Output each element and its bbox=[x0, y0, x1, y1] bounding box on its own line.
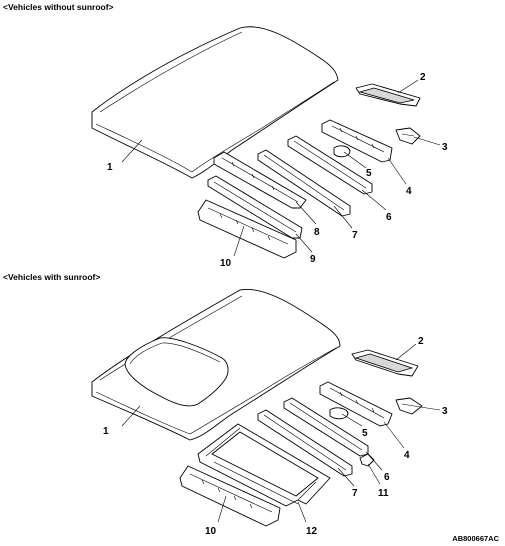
leader-b10 bbox=[217, 495, 227, 523]
part-3-bracket bbox=[395, 127, 421, 145]
part-12-frame-opening bbox=[211, 431, 319, 497]
part-3-detail bbox=[401, 133, 415, 137]
callout-2: 2 bbox=[420, 72, 426, 83]
part-2b-face bbox=[354, 353, 414, 373]
part-10-detail bbox=[207, 207, 289, 245]
callout-b10: 10 bbox=[205, 526, 217, 537]
sunroof-opening bbox=[124, 337, 229, 407]
callout-10: 10 bbox=[220, 258, 232, 269]
roof-panel-edge bbox=[95, 81, 335, 173]
callout-7: 7 bbox=[352, 230, 358, 241]
callout-b12: 12 bbox=[306, 526, 318, 537]
leader-b4 bbox=[383, 421, 405, 449]
part-6b-detail bbox=[289, 402, 363, 451]
roof-panel-edge-2 bbox=[95, 347, 337, 435]
sunroof-opening-lip bbox=[129, 342, 221, 365]
leader-8 bbox=[295, 201, 317, 225]
section-heading-with-sunroof: <Vehicles with sunroof> bbox=[3, 272, 101, 282]
leader-b6 bbox=[365, 451, 383, 471]
leader-6 bbox=[361, 189, 387, 211]
part-6-detail bbox=[293, 140, 367, 189]
leader-b5 bbox=[341, 413, 363, 427]
callout-6: 6 bbox=[386, 212, 392, 223]
leader-b3 bbox=[413, 405, 441, 411]
part-4-rail-reinforcement bbox=[321, 119, 393, 163]
leader-b1 bbox=[121, 405, 141, 427]
leader-9 bbox=[295, 233, 313, 253]
leader-4 bbox=[387, 157, 407, 185]
leader-b12 bbox=[297, 501, 307, 523]
part-8-detail bbox=[221, 157, 299, 203]
leader-5 bbox=[343, 151, 367, 169]
leader-1 bbox=[121, 139, 143, 163]
part-2-face bbox=[358, 87, 415, 104]
callout-b3: 3 bbox=[442, 406, 448, 417]
part-3b-detail bbox=[401, 403, 415, 407]
callout-b11: 11 bbox=[378, 488, 389, 499]
leader-b2 bbox=[395, 343, 417, 361]
part-4b-detail bbox=[329, 387, 385, 419]
leader-7 bbox=[333, 205, 353, 229]
callout-b4: 4 bbox=[404, 450, 410, 461]
callout-9: 9 bbox=[310, 254, 316, 265]
part-4-detail bbox=[331, 125, 385, 153]
callout-b2: 2 bbox=[418, 336, 424, 347]
callout-5: 5 bbox=[366, 168, 372, 179]
callout-b7: 7 bbox=[352, 488, 358, 499]
part-7-detail bbox=[263, 154, 345, 211]
part-12-frame-detail bbox=[205, 427, 317, 505]
leader-b11 bbox=[367, 463, 381, 485]
part-9-detail bbox=[213, 181, 297, 233]
roof-panel bbox=[91, 26, 339, 179]
leader-2 bbox=[397, 79, 419, 94]
diagram-without-sunroof: 1 2 3 4 5 6 7 8 9 10 bbox=[91, 26, 448, 269]
leader-3 bbox=[413, 136, 441, 146]
part-3-bracket-b bbox=[395, 397, 423, 415]
leader-10 bbox=[233, 225, 245, 257]
callout-b1: 1 bbox=[103, 426, 109, 437]
callout-b6: 6 bbox=[384, 472, 390, 483]
part-5-grommet bbox=[333, 145, 351, 158]
callout-8: 8 bbox=[314, 227, 320, 238]
callout-3: 3 bbox=[442, 142, 448, 153]
callout-b5: 5 bbox=[362, 428, 368, 439]
roof-panel-rail bbox=[99, 31, 243, 113]
part-7b-detail bbox=[263, 414, 347, 471]
leader-b7 bbox=[337, 467, 355, 487]
diagram-with-sunroof: 1 2 3 4 5 6 7 11 10 12 bbox=[91, 288, 448, 537]
part-4-rail-reinforcement-b bbox=[319, 381, 393, 427]
part-10b-detail bbox=[189, 473, 273, 513]
callout-1: 1 bbox=[107, 162, 113, 173]
part-5-grommet-b bbox=[329, 407, 349, 420]
drawing-code: AB800667AC bbox=[452, 534, 499, 543]
section-heading-without-sunroof: <Vehicles without sunroof> bbox=[3, 2, 114, 12]
callout-4: 4 bbox=[406, 186, 412, 197]
